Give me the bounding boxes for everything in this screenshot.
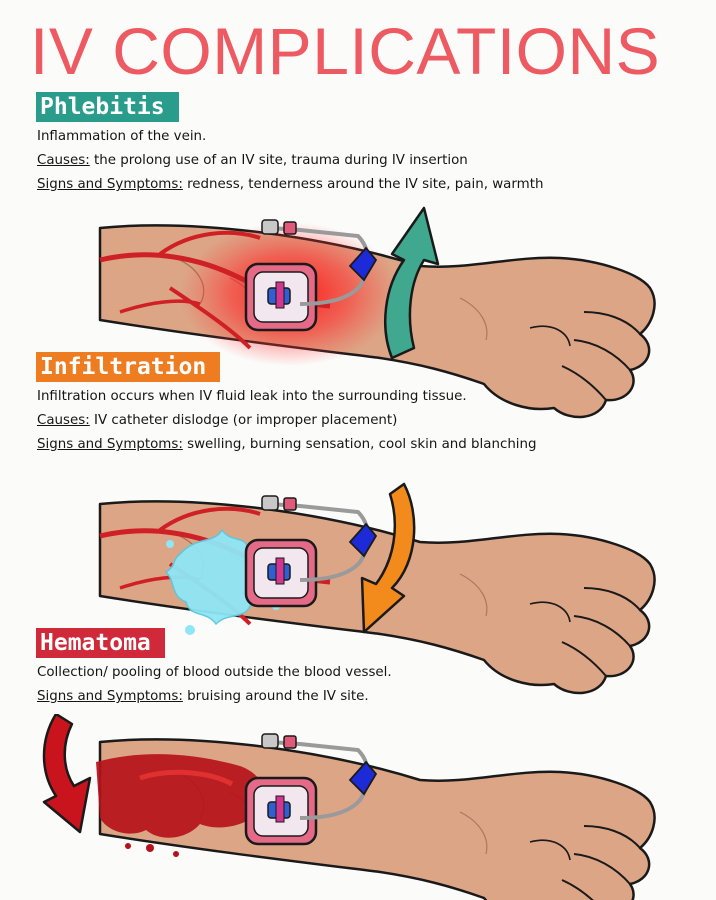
causes-text: IV catheter dislodge (or improper placem… <box>89 413 398 428</box>
causes-label: Causes: <box>37 413 90 428</box>
hematoma-signs: Signs and Symptoms: bruising around the … <box>37 688 369 706</box>
phlebitis-definition: Inflammation of the vein. <box>37 129 207 144</box>
causes-label: Causes: <box>37 153 90 168</box>
phlebitis-heading: Phlebitis <box>36 92 179 122</box>
page-title: IV COMPLICATIONS <box>30 14 661 88</box>
hematoma-definition: Collection/ pooling of blood outside the… <box>37 665 392 680</box>
infiltration-heading: Infiltration <box>36 352 221 382</box>
signs-label: Signs and Symptoms: <box>37 689 183 704</box>
phlebitis-signs: Signs and Symptoms: redness, tenderness … <box>37 176 543 194</box>
infiltration-causes: Causes: IV catheter dislodge (or imprope… <box>37 412 397 430</box>
infiltration-arm-illustration <box>0 482 656 695</box>
signs-text: swelling, burning sensation, cool skin a… <box>182 437 537 452</box>
causes-text: the prolong use of an IV site, trauma du… <box>89 153 468 168</box>
infiltration-definition: Infiltration occurs when IV fluid leak i… <box>37 389 467 404</box>
infiltration-signs: Signs and Symptoms: swelling, burning se… <box>37 436 537 454</box>
phlebitis-causes: Causes: the prolong use of an IV site, t… <box>37 152 468 170</box>
red-arrow-icon <box>42 714 92 834</box>
signs-text: bruising around the IV site. <box>182 689 369 704</box>
hematoma-heading: Hematoma <box>36 628 165 658</box>
signs-text: redness, tenderness around the IV site, … <box>182 177 544 192</box>
signs-label: Signs and Symptoms: <box>37 177 183 192</box>
signs-label: Signs and Symptoms: <box>37 437 183 452</box>
hematoma-arm-illustration <box>42 714 656 900</box>
teal-arrow-icon <box>384 206 440 360</box>
orange-arrow-icon <box>360 482 416 634</box>
phlebitis-arm-illustration <box>0 206 656 419</box>
